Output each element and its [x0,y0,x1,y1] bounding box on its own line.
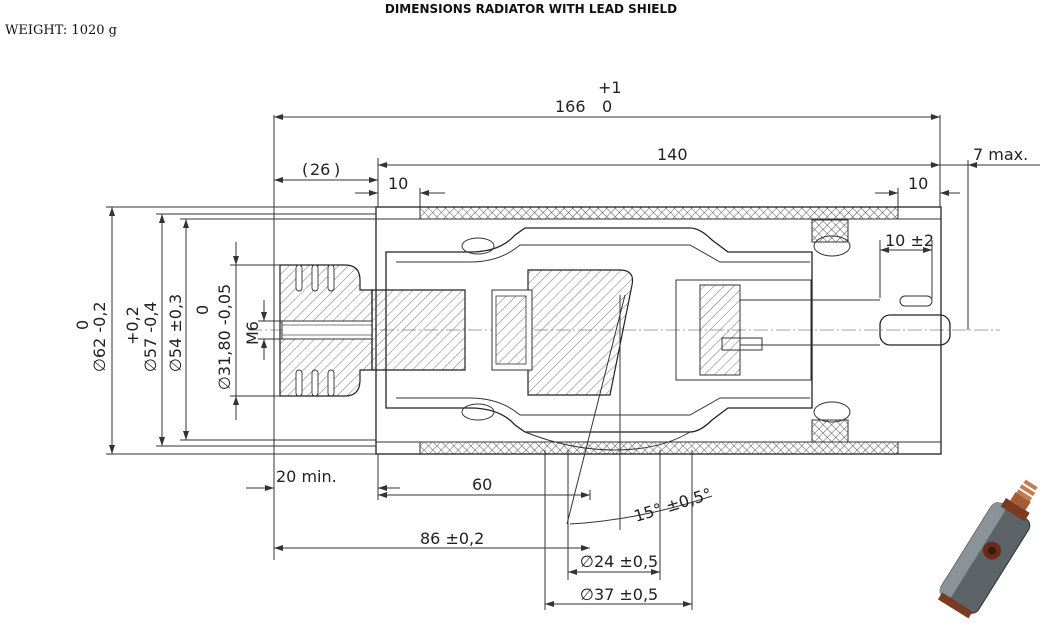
cathode [675,279,951,381]
svg-text:∅24 ±0,5: ∅24 ±0,5 [580,552,658,571]
dim-26: ( 26 ) [274,160,378,183]
dim-m6: M6 [243,300,282,360]
radiator-body [279,264,466,397]
svg-text:166: 166 [555,97,586,116]
dim-dia-54: ∅54 ±0,3 [166,218,376,441]
svg-text:0: 0 [73,320,92,330]
svg-text:10 ±2: 10 ±2 [885,231,934,250]
dim-10-left: 10 [355,174,445,207]
svg-text:86 ±0,2: 86 ±0,2 [420,529,484,548]
dim-dia-57: +0,2 ∅57 -0,4 [123,213,376,447]
svg-text:60: 60 [472,475,492,494]
svg-text:∅31,80 -0,05: ∅31,80 -0,05 [215,284,234,390]
dim-dia-24: ∅24 ±0,5 [567,450,661,580]
svg-text:26: 26 [310,160,330,179]
dim-86: 86 ±0,2 [274,529,590,551]
svg-text:(: ( [302,160,308,179]
svg-text:): ) [334,160,340,179]
dim-dia-62: 0 ∅62 -0,2 [73,206,376,455]
dim-60: 60 [378,475,591,500]
dim-140: 140 [377,145,940,207]
anode-angle-line [566,294,626,525]
dim-7-max: 7 max. [940,145,1040,330]
dim-dia-31: 0 ∅31,80 -0,05 [193,242,280,420]
drawing-title: DIMENSIONS RADIATOR WITH LEAD SHIELD [384,2,678,16]
dim-10-pm2: 10 ±2 [879,231,934,298]
anode [491,269,634,396]
svg-text:0: 0 [602,97,612,116]
dim-10-right: 10 [875,174,960,207]
svg-text:10: 10 [908,174,928,193]
product-thumbnail [937,479,1038,619]
svg-text:140: 140 [657,145,688,164]
mounting-lugs [461,219,851,443]
svg-text:∅62 -0,2: ∅62 -0,2 [90,301,109,372]
tube-envelope [385,227,813,451]
dim-20-min: 20 min. [246,454,400,500]
svg-text:20 min.: 20 min. [276,467,337,486]
angle-label: 15° ±0,5° [632,484,714,526]
svg-text:+0,2: +0,2 [123,306,142,345]
svg-text:∅37 ±0,5: ∅37 ±0,5 [580,585,658,604]
svg-text:10: 10 [388,174,408,193]
svg-text:M6: M6 [243,321,262,345]
svg-text:0: 0 [193,305,212,315]
weight-label: WEIGHT: 1020 g [5,23,117,38]
svg-text:+1: +1 [598,78,622,97]
svg-text:∅57 -0,4: ∅57 -0,4 [141,301,160,372]
svg-text:∅54 ±0,3: ∅54 ±0,3 [166,294,185,372]
svg-text:7 max.: 7 max. [973,145,1028,164]
dim-dia-37: ∅37 ±0,5 [544,450,693,610]
